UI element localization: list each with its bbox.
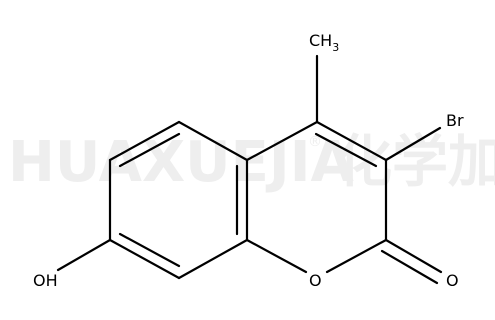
carbonyl-oxygen-label: O — [446, 271, 459, 290]
bond-c8a-c8 — [177, 238, 249, 280]
bond-o1-c8a — [245, 238, 308, 274]
bond-c2-o-carbonyl-b — [380, 249, 439, 285]
bromine-label: Br — [446, 111, 464, 130]
bond-c8-c7-inner — [118, 232, 181, 268]
bond-c3-br — [384, 126, 442, 162]
bond-c2-o-carbonyl-a — [384, 238, 443, 274]
watermark-chinese: 化学加 — [336, 130, 495, 195]
bond-c4-c3-outer — [315, 120, 388, 162]
methyl-label: CH3 — [309, 31, 339, 54]
bonds — [56, 54, 443, 285]
bond-c6-c5-outer — [108, 120, 181, 162]
bond-c8-c7-outer — [108, 238, 181, 280]
bond-c4a-c4 — [245, 120, 319, 162]
watermark-registered-mark: ® — [308, 134, 322, 150]
ring-oxygen-label: O — [309, 271, 322, 290]
hydroxyl-label: OH — [33, 271, 58, 290]
bond-c6-c5-inner — [118, 132, 181, 168]
watermark: HUAXUEJIA ® 化学加 — [8, 130, 495, 195]
watermark-latin: HUAXUEJIA — [8, 130, 355, 195]
bond-c4-c3-inner — [314, 132, 378, 168]
bond-c5-c4a — [177, 120, 249, 162]
atom-labels: CH3 Br O O OH — [33, 31, 464, 290]
bond-c2-o1 — [325, 238, 388, 274]
bond-c7-oh — [56, 238, 112, 272]
